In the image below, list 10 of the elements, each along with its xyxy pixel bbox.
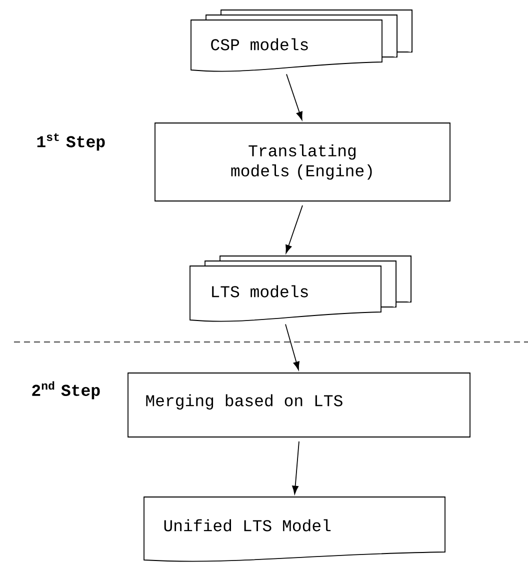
- arrow: [286, 205, 303, 254]
- arrow: [286, 74, 302, 120]
- arrow: [292, 441, 300, 494]
- arrow: [285, 324, 300, 370]
- document-stack: LTS models: [190, 256, 412, 322]
- process-box: Merging based on LTS: [128, 372, 470, 438]
- process-box: Translating models (Engine): [154, 122, 450, 202]
- document-stack: CSP models: [190, 10, 412, 72]
- step-label: 1$^{st}$ Step: [37, 133, 105, 151]
- step-label: 2$^{nd}$ Step: [32, 381, 100, 400]
